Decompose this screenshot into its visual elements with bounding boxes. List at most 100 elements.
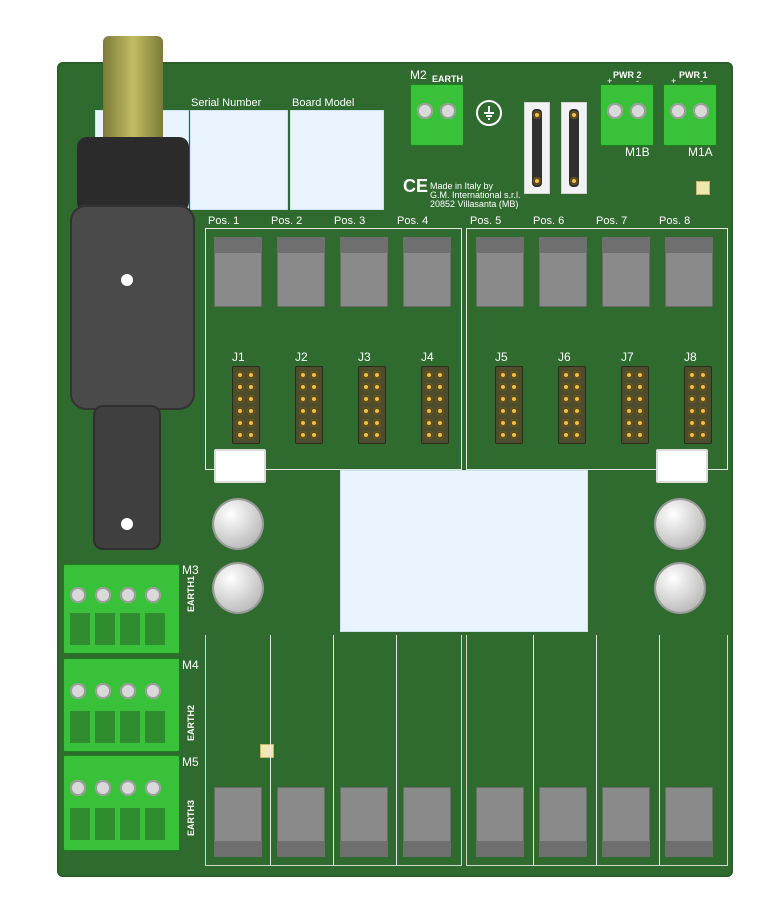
bottom-divider-5 <box>596 635 597 865</box>
bottom-relay-2[interactable] <box>277 787 325 857</box>
bottom-relay-3-cap <box>340 841 388 857</box>
led-right-1 <box>656 500 704 548</box>
pos-3-label: Pos. 3 <box>334 215 366 227</box>
m4-screw-1 <box>70 683 86 699</box>
serial-number-pad <box>190 110 288 210</box>
m2-terminal[interactable] <box>410 84 464 146</box>
pwr1-terminal[interactable] <box>663 84 717 146</box>
fuse-2-pin-top <box>570 111 578 119</box>
test-pad-top <box>696 181 710 195</box>
cable-plug-body <box>70 205 195 410</box>
j6-connector[interactable] <box>558 366 586 444</box>
j2-label: J2 <box>295 350 308 364</box>
pos-1-label: Pos. 1 <box>208 215 240 227</box>
right-white-component <box>656 449 708 483</box>
bottom-relay-7-cap <box>602 841 650 857</box>
fuse-1-pin-top <box>533 111 541 119</box>
bottom-group-right-frame <box>466 635 728 866</box>
relay-pos-7[interactable] <box>602 237 650 307</box>
relay-pos-3-cap <box>340 237 388 253</box>
earth3-label: EARTH3 <box>186 799 196 836</box>
earth-label: EARTH <box>432 74 463 84</box>
m4-contact-2 <box>95 711 115 743</box>
made-in-italy-text: Made in Italy by <box>430 181 494 191</box>
relay-pos-1[interactable] <box>214 237 262 307</box>
bottom-relay-5-cap <box>476 841 524 857</box>
relay-pos-4-cap <box>403 237 451 253</box>
relay-pos-1-cap <box>214 237 262 253</box>
pos-5-label: Pos. 5 <box>470 215 502 227</box>
earth1-label: EARTH1 <box>186 575 196 612</box>
m1b-label: M1B <box>625 145 650 159</box>
fuse-2-body <box>569 109 579 187</box>
m2-screw-2 <box>440 103 456 119</box>
m3-screw-3 <box>120 587 136 603</box>
m4-terminal-block[interactable] <box>63 658 180 752</box>
j2-connector[interactable] <box>295 366 323 444</box>
bottom-relay-3[interactable] <box>340 787 388 857</box>
bottom-divider-1 <box>270 635 271 865</box>
bottom-relay-5[interactable] <box>476 787 524 857</box>
j5-connector[interactable] <box>495 366 523 444</box>
relay-pos-5-cap <box>476 237 524 253</box>
m4-screw-4 <box>145 683 161 699</box>
bottom-relay-4[interactable] <box>403 787 451 857</box>
bottom-relay-1[interactable] <box>214 787 262 857</box>
relay-pos-4[interactable] <box>403 237 451 307</box>
pwr1-screw-1 <box>670 103 686 119</box>
bottom-divider-6 <box>659 635 660 865</box>
m3-screw-2 <box>95 587 111 603</box>
relay-pos-2[interactable] <box>277 237 325 307</box>
pwr2-terminal[interactable] <box>600 84 654 146</box>
bottom-relay-6-cap <box>539 841 587 857</box>
bottom-relay-7[interactable] <box>602 787 650 857</box>
j3-label: J3 <box>358 350 371 364</box>
j6-label: J6 <box>558 350 571 364</box>
fuse-1-body <box>532 109 542 187</box>
m4-contact-1 <box>70 711 90 743</box>
board-model-pad <box>290 110 384 210</box>
m2-screw-1 <box>417 103 433 119</box>
fuse-2-pin-bottom <box>570 177 578 185</box>
pwr1-plus: + <box>671 76 677 86</box>
j1-connector[interactable] <box>232 366 260 444</box>
m5-screw-1 <box>70 780 86 796</box>
led-right-2 <box>656 564 704 612</box>
m3-label: M3 <box>182 563 199 577</box>
m3-screw-1 <box>70 587 86 603</box>
pwr1-minus: - <box>700 76 703 86</box>
bottom-divider-2 <box>333 635 334 865</box>
earth-ground-icon <box>476 100 502 126</box>
m3-terminal-block[interactable] <box>63 564 180 654</box>
relay-pos-8[interactable] <box>665 237 713 307</box>
pwr1-label: PWR 1 <box>679 70 708 80</box>
cable-grip <box>77 137 189 212</box>
j8-connector[interactable] <box>684 366 712 444</box>
j3-connector[interactable] <box>358 366 386 444</box>
j4-connector[interactable] <box>421 366 449 444</box>
slot-group-left-frame <box>205 228 462 470</box>
main-label-area <box>340 470 588 632</box>
m5-terminal-block[interactable] <box>63 755 180 851</box>
bottom-relay-8[interactable] <box>665 787 713 857</box>
relay-pos-5[interactable] <box>476 237 524 307</box>
company-name: G.M. International s.r.l. <box>430 190 521 200</box>
relay-pos-6[interactable] <box>539 237 587 307</box>
board-model-label: Board Model <box>292 97 355 109</box>
j7-connector[interactable] <box>621 366 649 444</box>
pwr2-plus: + <box>607 76 613 86</box>
led-left-1 <box>214 500 262 548</box>
m4-contact-3 <box>120 711 140 743</box>
company-address: 20852 Villasanta (MB) <box>430 199 519 209</box>
bottom-relay-6[interactable] <box>539 787 587 857</box>
led-left-2 <box>214 564 262 612</box>
relay-pos-6-cap <box>539 237 587 253</box>
relay-pos-3[interactable] <box>340 237 388 307</box>
m5-contact-4 <box>145 808 165 840</box>
left-white-component <box>214 449 266 483</box>
m3-contact-2 <box>95 613 115 645</box>
m4-label: M4 <box>182 658 199 672</box>
pwr2-screw-2 <box>630 103 646 119</box>
pwr1-screw-2 <box>693 103 709 119</box>
m5-screw-4 <box>145 780 161 796</box>
